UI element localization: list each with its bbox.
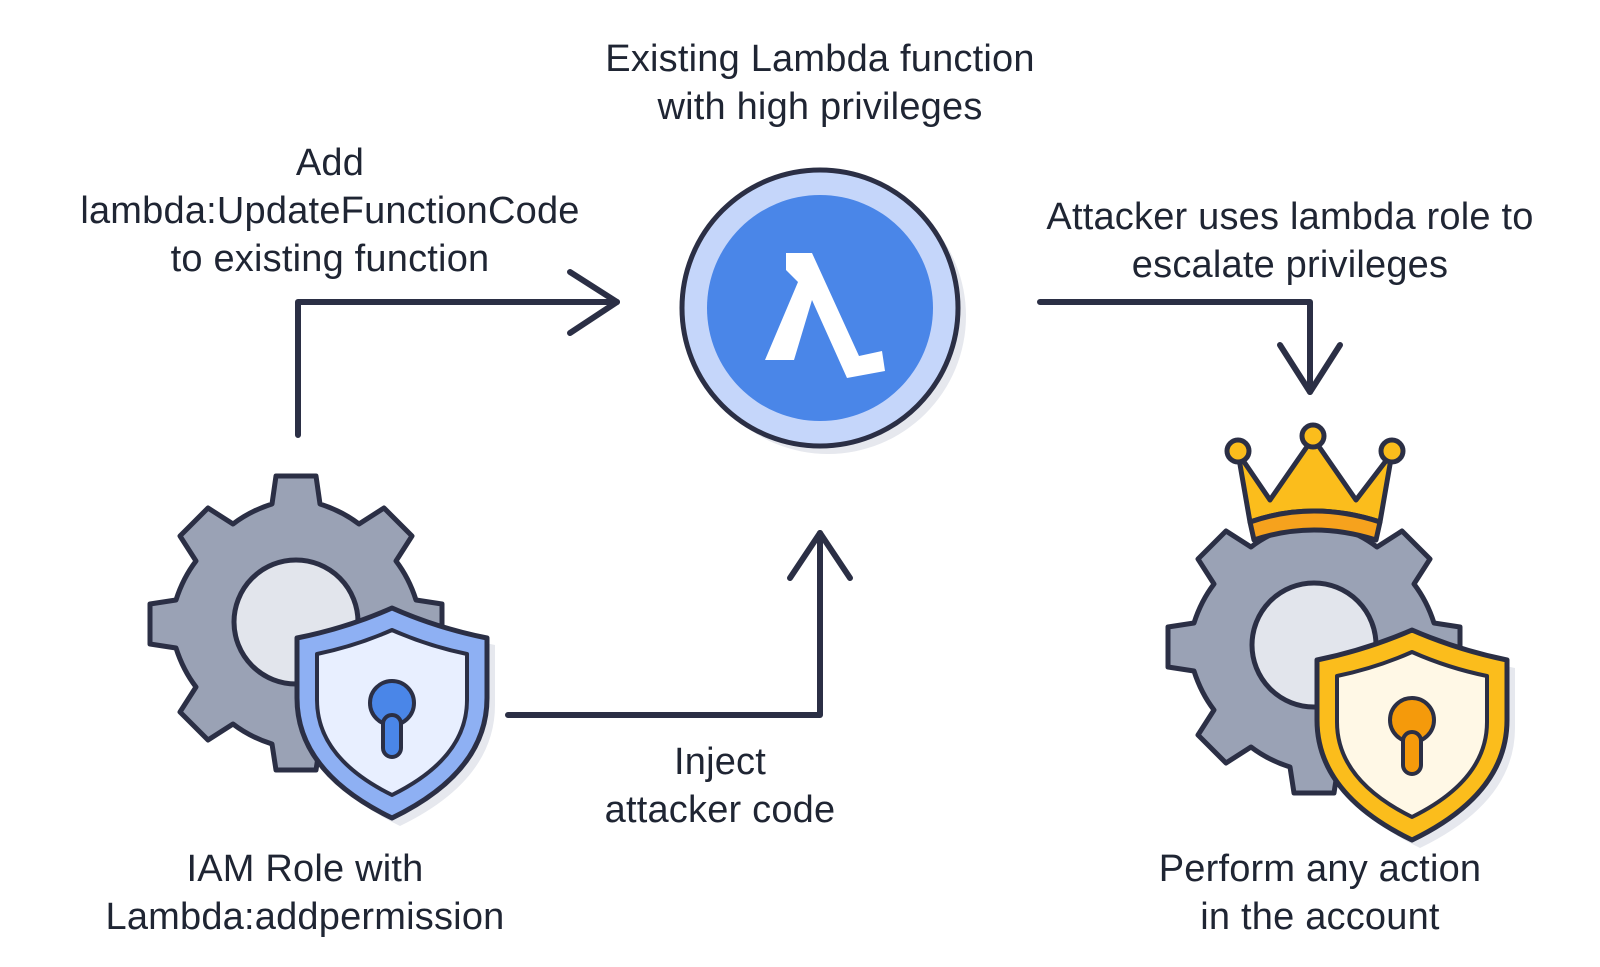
inject-line-2: attacker code — [604, 789, 836, 831]
lambda-symbol — [765, 253, 885, 378]
arrowhead-add-permission — [567, 269, 620, 336]
admin-caption: Perform any action in the account — [1110, 845, 1530, 941]
crown-icon — [1224, 422, 1406, 543]
iam-role-line-1: IAM Role with — [186, 848, 424, 890]
inject-code-edge-label: Inject attacker code — [560, 738, 880, 834]
arrowhead-escalate — [1277, 342, 1343, 395]
gear-shield-lock-icon — [147, 473, 495, 826]
lambda-node-caption: Existing Lambda function with high privi… — [560, 35, 1080, 131]
add-permission-line-2: lambda:UpdateFunctionCode — [80, 190, 580, 232]
escalate-line-2: escalate privileges — [1131, 244, 1449, 286]
lambda-caption-line-1: Existing Lambda function — [605, 38, 1035, 80]
arrow-add-permission — [295, 299, 620, 438]
gear-shield-lock-crown-icon — [1165, 422, 1515, 848]
admin-line-1: Perform any action — [1158, 848, 1482, 890]
inject-line-1: Inject — [673, 741, 767, 783]
arrowhead-inject-code — [787, 530, 853, 581]
add-permission-line-3: to existing function — [170, 238, 490, 280]
escalate-edge-label: Attacker uses lambda role to escalate pr… — [1010, 193, 1570, 289]
admin-line-2: in the account — [1200, 896, 1440, 938]
lambda-caption-line-2: with high privileges — [657, 86, 983, 128]
escalate-line-1: Attacker uses lambda role to — [1046, 196, 1534, 238]
arrow-escalate — [1037, 299, 1313, 395]
add-permission-edge-label: Add lambda:UpdateFunctionCode to existin… — [40, 139, 620, 283]
iam-role-caption: IAM Role with Lambda:addpermission — [60, 845, 550, 941]
iam-role-line-2: Lambda:addpermission — [105, 896, 505, 938]
arrow-inject-code — [505, 530, 823, 718]
add-permission-line-1: Add — [295, 142, 365, 184]
lambda-icon — [679, 167, 966, 454]
